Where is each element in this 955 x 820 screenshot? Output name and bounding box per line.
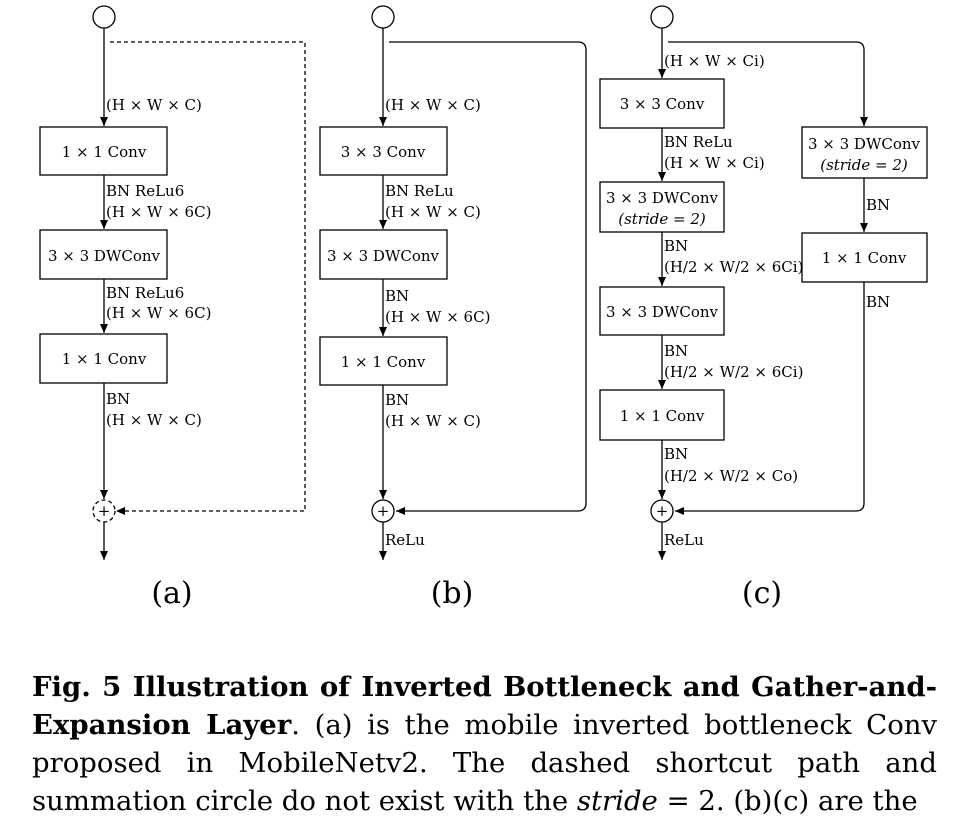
- conv1x1-box: [39, 333, 168, 384]
- conv3x3-box: [319, 126, 448, 176]
- box-label: 1 × 1 Conv: [822, 249, 907, 267]
- edge-label: BN: [106, 390, 130, 408]
- edge-label: (H/2 × W/2 × 6Ci): [664, 258, 803, 276]
- shortcut-return: [675, 282, 865, 515]
- sum-symbol: +: [377, 502, 390, 520]
- dwconv-box: [599, 286, 725, 336]
- edge-label: BN ReLu: [664, 133, 733, 151]
- box-label: 1 × 1 Conv: [341, 353, 426, 371]
- caption-stride: stride: [576, 785, 658, 817]
- box-label: 3 × 3 DWConv: [606, 303, 719, 321]
- box-label: 1 × 1 Conv: [62, 143, 147, 161]
- shortcut-path: [389, 41, 587, 515]
- box-label: 3 × 3 DWConv: [48, 247, 161, 265]
- box-label: 3 × 3 DWConv: [606, 189, 719, 207]
- edge-label: (H/2 × W/2 × 6Ci): [664, 363, 803, 381]
- input-node: [650, 5, 674, 29]
- box-label: (stride = 2): [618, 210, 706, 228]
- dwconv-box: [319, 229, 448, 280]
- edge-label: BN: [385, 287, 409, 305]
- edge-label: (H/2 × W/2 × Co): [664, 467, 798, 485]
- edge-label: BN: [866, 293, 890, 311]
- box-label: 3 × 3 DWConv: [327, 247, 440, 265]
- conv1x1-box: [319, 336, 448, 386]
- conv1x1-box: [599, 389, 725, 441]
- shortcut-dwconv-box: [801, 126, 928, 179]
- panel-a: (H × W × C) 1 × 1 Conv BN ReLu6 (H × W ×…: [39, 5, 306, 611]
- box-label: 3 × 3 DWConv: [808, 135, 921, 153]
- edge-label: (H × W × Ci): [664, 154, 765, 172]
- edge-label: BN ReLu6: [106, 284, 184, 302]
- caption-title: Fig. 5 Illustration of Inverted Bottlene…: [32, 671, 937, 741]
- caption-text-end: = 2. (b)(c) are the: [657, 785, 918, 817]
- edge-label: ReLu: [385, 531, 425, 549]
- box-label: 1 × 1 Conv: [620, 407, 705, 425]
- conv3x3-box: [599, 78, 725, 129]
- sum-symbol: +: [656, 502, 669, 520]
- box-label: 3 × 3 Conv: [620, 95, 705, 113]
- figure-caption: Fig. 5 Illustration of Inverted Bottlene…: [32, 668, 937, 820]
- edge-label: (H × W × Ci): [664, 52, 765, 70]
- edge-label: (H × W × C): [106, 411, 202, 429]
- box-label: 1 × 1 Conv: [62, 350, 147, 368]
- input-node: [92, 5, 116, 29]
- edge-label: (H × W × C): [385, 203, 481, 221]
- architecture-diagram: (H × W × C) 1 × 1 Conv BN ReLu6 (H × W ×…: [39, 5, 928, 611]
- edge-label: BN: [385, 391, 409, 409]
- edge-label: BN ReLu: [385, 182, 454, 200]
- edge-label: BN: [664, 237, 688, 255]
- box-label: 3 × 3 Conv: [341, 143, 426, 161]
- dwconv-stride2-box: [599, 181, 725, 233]
- panel-c-label: (c): [742, 576, 782, 611]
- shortcut-branch: [668, 41, 868, 126]
- input-node: [371, 5, 395, 29]
- edge-label: (H × W × C): [106, 96, 202, 114]
- shortcut-conv1x1-box: [801, 232, 928, 283]
- edge-label: ReLu: [664, 531, 704, 549]
- edge-label: (H × W × C): [385, 96, 481, 114]
- edge-label: BN: [664, 342, 688, 360]
- edge-label: (H × W × 6C): [106, 203, 211, 221]
- panel-c: (H × W × Ci) 3 × 3 Conv BN ReLu (H × W ×…: [599, 5, 928, 611]
- panel-b-label: (b): [431, 576, 474, 611]
- edge-label: BN ReLu6: [106, 182, 184, 200]
- edge-label: BN: [664, 445, 688, 463]
- sum-symbol: +: [98, 502, 111, 520]
- dwconv-box: [39, 229, 168, 280]
- edge-label: (H × W × 6C): [385, 308, 490, 326]
- box-label: (stride = 2): [820, 156, 908, 174]
- panel-a-label: (a): [151, 576, 192, 611]
- edge-label: BN: [866, 196, 890, 214]
- panel-b: (H × W × C) 3 × 3 Conv BN ReLu (H × W × …: [319, 5, 587, 611]
- edge-label: (H × W × C): [385, 412, 481, 430]
- caption-text: . (a) is the mobile inverted bottleneck …: [32, 709, 938, 817]
- edge-label: (H × W × 6C): [106, 304, 211, 322]
- dashed-shortcut: [110, 41, 306, 515]
